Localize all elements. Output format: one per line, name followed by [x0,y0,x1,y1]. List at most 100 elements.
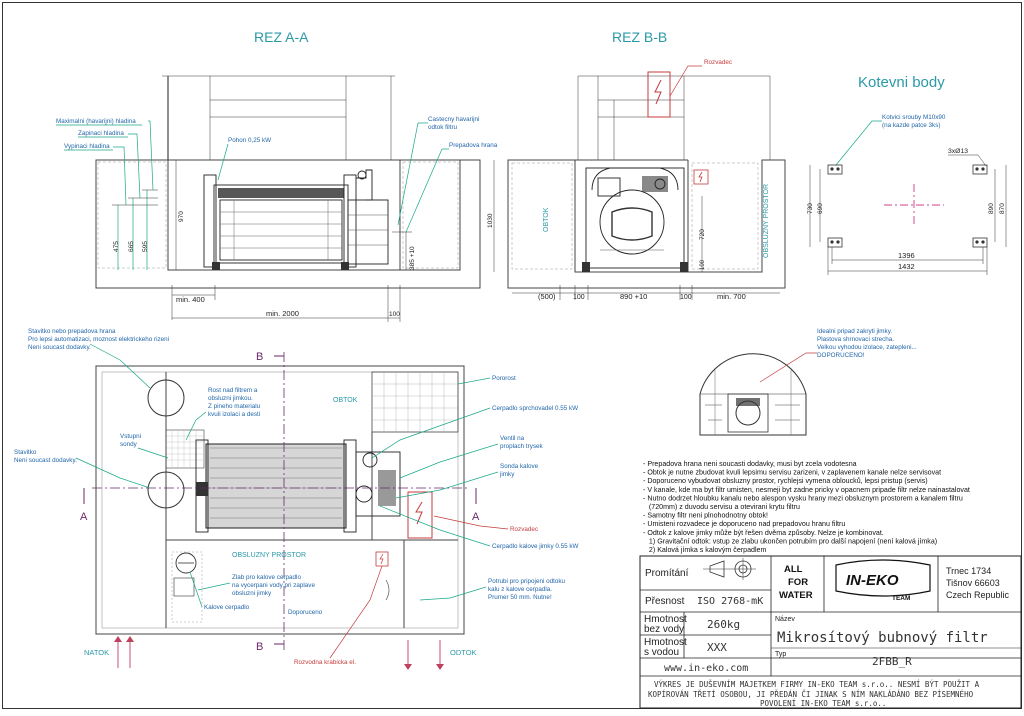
float-note-1: Stavitko nebo prepadova hrana [28,328,116,335]
note-line: - V kanale, kde ma byt filtr umisten, ne… [643,486,970,494]
svg-text:Neni soucast dodavky.: Neni soucast dodavky. [14,457,77,464]
optional-label: Doporuceno [288,609,323,616]
dim-100-c: 100 [573,294,585,301]
sludge-pump-power-label: Cerpadlo kalove jimky 0.55 kW [492,543,578,550]
mass-dry-value: 260kg [707,618,740,631]
section-a-view: Maximalni (havarijni) hladina Zapinaci h… [56,75,498,322]
pipe-note: Potrubi pro pripojeni odtoku [488,578,566,585]
dim-500: (500) [538,292,556,301]
dim-100-b: 100 [700,259,706,270]
dim-min700: min. 700 [717,292,746,301]
section-a-title: REZ A-A [254,29,309,45]
on-level-label: Zapinaci hladina [78,130,124,137]
drawing-name: Mikrosítový bubnový filtr [777,630,988,646]
electric-hazard-icon [693,169,709,185]
note-line: - Odtok z kalove jimky může být řešen dv… [643,529,884,537]
mass-dry-label-2: bez vody [644,624,684,635]
svg-text:kalu z kalove cerpadla.: kalu z kalove cerpadla. [488,586,552,593]
dim-665: 665 [128,241,135,252]
switchboard-plan-label: Rozvadec [510,526,538,533]
address-line-2: Tišnov 66603 [946,578,1000,588]
dim-100-d: 100 [680,294,692,301]
drum-filter-plan [195,439,401,533]
switchboard-b [647,71,671,118]
bypass-label: OBTOK [333,397,358,404]
sludge-pump-label: Kalove cerpadlo [204,604,250,611]
copyright-line-3: POVOLENÍ IN-EKO TEAM s.r.o.. [760,699,886,708]
float-note-2: Stavitko [14,449,37,456]
dim-1030: 1030 [487,213,494,228]
note-line: 1) Gravitační odtok: vstup ze zlabu ukon… [643,537,937,545]
svg-text:TEAM: TEAM [892,595,910,602]
anchor-points-view: Kotvici srouby M10x90 (na kazde patce 3k… [807,114,1007,275]
dim-1432: 1432 [898,262,915,271]
note-line: (720mm) z duvodu servisu a otevirani kry… [643,503,800,511]
slogan-line-3: WATER [779,590,813,601]
section-a-marker-left: A [80,511,88,523]
float-switch-1 [147,379,185,417]
svg-text:Plastova shrnovaci strecha.: Plastova shrnovaci strecha. [817,336,894,343]
name-label: Název [775,616,795,623]
dim-min2000: min. 2000 [266,309,299,318]
anchor-plate [827,164,843,175]
projection-label: Promítání [645,568,689,579]
dim-475: 475 [113,241,120,252]
slogan-line-2: FOR [788,577,808,588]
projection-symbol-icon [703,558,756,580]
title-block: Promítání Přesnost ISO 2768-mK ALL FOR W… [639,555,1022,709]
dim-870: 870 [999,203,1006,214]
off-level-label: Vypinaci hladina [64,143,110,150]
dim-min400: min. 400 [176,295,205,304]
switchboard-b-label: Rozvadec [704,59,732,66]
overflow-edge-label: Prepadova hrana [449,142,498,149]
svg-text:obsluzni jimky: obsluzni jimky [232,590,272,597]
dim-100-a: 100 [389,311,400,318]
mass-wet-label-1: Hmotnost [644,637,687,648]
slogan-line-1: ALL [784,564,803,575]
anchor-holes: 3xØ13 [948,148,968,155]
svg-text:odtok filtru: odtok filtru [428,124,458,131]
valves-label: Ventil na [500,435,525,442]
note-line: - Obtok je nutne zbudovat kvuli lepsimu … [643,469,941,477]
anchor-points-title: Kotevni body [858,74,945,91]
svg-text:Velkou vyhodou izolace, zatepl: Velkou vyhodou izolace, zatepleni... [817,344,917,351]
svg-text:proplach trysek: proplach trysek [500,443,544,450]
junction-box-label: Rozvodna krabicka el. [294,659,356,666]
inlet-arrow-icon [114,636,134,668]
notes-block: - Prepadova hrana neni soucasti dodavky,… [643,460,970,554]
precision-label: Přesnost [645,596,685,607]
dim-890-b: 890 [988,203,995,214]
section-b-title: REZ B-B [612,29,667,45]
roof-note-1: Idealni pripad zakryti jimky. [817,328,892,335]
svg-text:obsluzni jimkou.: obsluzni jimkou. [208,395,253,402]
svg-text:Neni soucast dodavky.: Neni soucast dodavky. [28,344,91,351]
copyright-line-2: KOPÍROVÁN TŘETÍ OSOBOU, JI PŘEDÁN ČI JIN… [648,690,974,699]
dim-1396: 1396 [898,251,915,260]
svg-text:na vycerpani vody pri zaplave: na vycerpani vody pri zaplave [232,582,315,589]
anchor-note-1: Kotvici srouby M10x90 [882,114,946,121]
section-b-view: Rozvadec OBTOK OBSLUZNY PROSTOR 1030 [487,59,786,301]
svg-text:DOPORUCENO!: DOPORUCENO! [817,352,865,359]
mass-dry-label-1: Hmotnost [644,614,687,625]
website: www.in-eko.com [664,663,748,674]
switchboard-plan [407,491,433,539]
dim-595: 595 [142,241,149,252]
note-line: - Umisteni rozvadece je doporuceno nad p… [643,520,845,528]
inlet-probes-label: Vstupni [120,433,141,440]
svg-text:jimky: jimky [499,471,515,478]
plan-view: A A B B NATOK ODTOK OBTOK OBSLUZNY P [14,328,578,670]
grate-note: Rost nad filtrem a [208,387,258,394]
anchor-note-2: (na kazde patce 3ks) [882,122,940,129]
drain-label: Zlab pro kalove cerpadlo [232,574,301,581]
dim-690: 690 [817,203,824,214]
note-line: - Samotny filtr neni plnohodnotny obtok! [643,512,768,520]
mass-wet-label-2: s vodou [644,647,679,658]
roof-detail: Idealni pripad zakryti jimky. Plastova s… [699,328,917,436]
drive-label: Pohon 0,25 kW [228,137,271,144]
partial-outlet-label: Castecny havarijni [428,116,479,123]
type-label: Typ [775,651,786,658]
grating-area [371,371,459,433]
